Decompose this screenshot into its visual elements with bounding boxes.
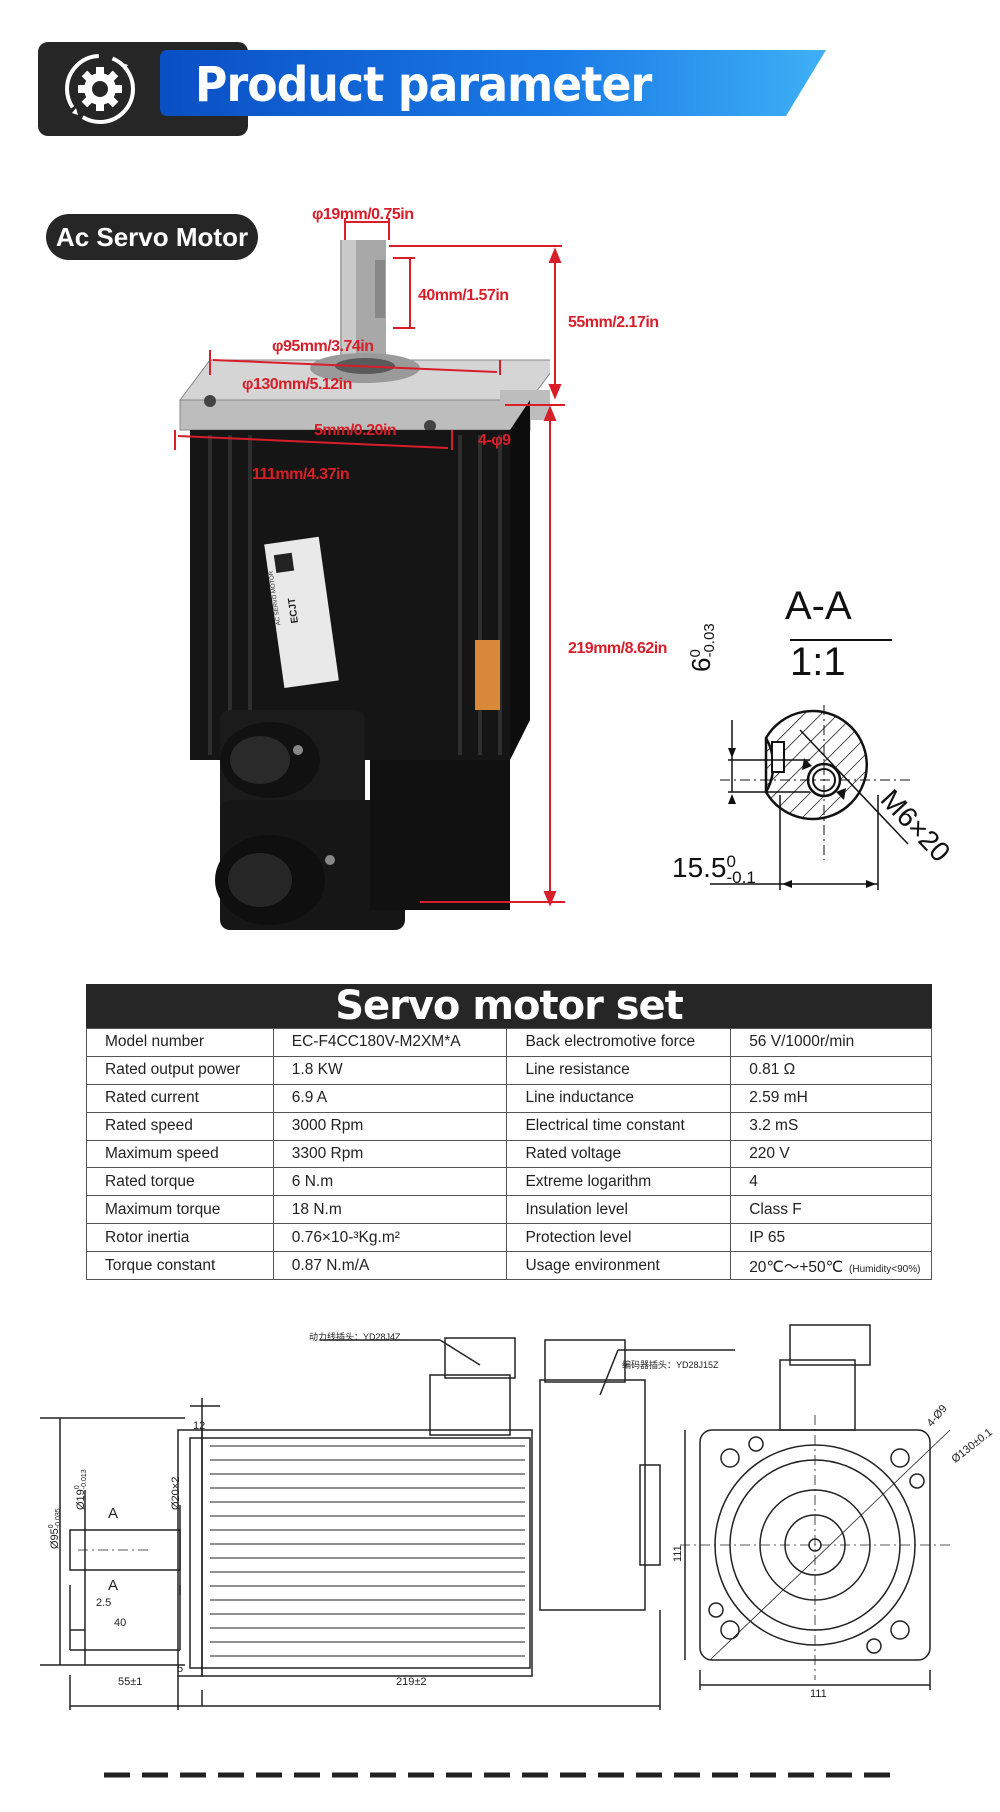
dim-40: 40 — [114, 1617, 127, 1629]
section-mark-bottom: A — [108, 1577, 119, 1594]
param-value: 18 N.m — [272, 1195, 508, 1225]
param-value: 1.8 KW — [272, 1055, 508, 1085]
param-label: Rated current — [86, 1083, 274, 1113]
param-value: 3000 Rpm — [272, 1111, 508, 1141]
param-label: Rated voltage — [506, 1139, 732, 1169]
param-value: 0.76×10-³Kg.m² — [272, 1223, 508, 1253]
dim-body-len-drawing: 219±2 — [396, 1676, 427, 1688]
param-value: 220 V — [730, 1139, 932, 1169]
dim-5: 5 — [177, 1663, 184, 1675]
param-value: 4 — [730, 1167, 932, 1197]
param-value: EC-F4CC180V-M2XM*A — [272, 1028, 508, 1057]
param-label: Torque constant — [86, 1251, 274, 1281]
param-value: 2.59 mH — [730, 1083, 932, 1113]
dim-20: Ø20×2 — [170, 1476, 182, 1510]
dim-shaft-len: 55mm/2.17in — [568, 314, 659, 331]
param-label: Maximum speed — [86, 1139, 274, 1169]
param-label: Line resistance — [506, 1055, 732, 1085]
param-label: Extreme logarithm — [506, 1167, 732, 1197]
param-label: Usage environment — [506, 1251, 732, 1281]
product-badge: Ac Servo Motor — [46, 214, 258, 260]
param-value: 6.9 A — [272, 1083, 508, 1113]
header-banner — [160, 50, 826, 116]
spec-table-title: Servo motor set — [86, 984, 932, 1028]
dim-key-len: 40mm/1.57in — [418, 287, 509, 304]
technical-drawing — [40, 1324, 951, 1710]
humidity-note: (Humidity<90%) — [849, 1263, 921, 1275]
dimension-lines — [174, 218, 565, 907]
param-label: Rated output power — [86, 1055, 274, 1085]
param-label: Electrical time constant — [506, 1111, 732, 1141]
param-label: Back electromotive force — [506, 1028, 732, 1057]
param-label: Line inductance — [506, 1083, 732, 1113]
param-value: 0.81 Ω — [730, 1055, 932, 1085]
param-label: Maximum torque — [86, 1195, 274, 1225]
dim-holes: 4-φ9 — [478, 432, 511, 449]
param-label: Rotor inertia — [86, 1223, 274, 1253]
param-value: 20℃～+50℃(Humidity<90%) — [730, 1251, 932, 1281]
servo-motor-image — [179, 240, 550, 930]
dashed-divider — [104, 1772, 894, 1778]
param-value: 0.87 N.m/A — [272, 1251, 508, 1281]
param-label: Insulation level — [506, 1195, 732, 1225]
gear-refresh-icon — [65, 54, 135, 124]
dim-spigot-dia: φ95mm/3.74in — [272, 338, 374, 355]
section-a-a-drawing — [710, 639, 910, 890]
param-label: Protection level — [506, 1223, 732, 1253]
dim-pcd: φ130mm/5.12in — [242, 376, 352, 393]
param-label: Model number — [86, 1028, 274, 1057]
param-value: 6 N.m — [272, 1167, 508, 1197]
dim-body-len: 219mm/8.62in — [568, 640, 667, 657]
section-title: A-A — [785, 584, 852, 628]
param-label: Rated speed — [86, 1111, 274, 1141]
dim-12: 12 — [193, 1420, 206, 1432]
param-value: IP 65 — [730, 1223, 932, 1253]
param-value: Class F — [730, 1195, 932, 1225]
dim-spigot-depth: 5mm/0.20in — [314, 422, 397, 439]
page-title: Product parameter — [195, 57, 652, 113]
dim-flange-h: 111 — [672, 1545, 684, 1562]
param-value: 56 V/1000r/min — [730, 1028, 932, 1057]
encoder-plug-label: 编码器插头：YD28J15Z — [622, 1360, 719, 1370]
dim-flange-w: 111 — [810, 1688, 827, 1700]
dim-flange: 111mm/4.37in — [252, 466, 350, 483]
param-value: 3300 Rpm — [272, 1139, 508, 1169]
section-mark-top: A — [108, 1505, 119, 1522]
power-plug-label: 动力线插头：YD28J4Z — [309, 1332, 401, 1342]
param-value: 3.2 mS — [730, 1111, 932, 1141]
section-scale: 1:1 — [790, 640, 846, 684]
dim-shaft-len: 55±1 — [118, 1676, 143, 1688]
dim-2-5: 2.5 — [96, 1597, 112, 1609]
dim-shaft-dia: φ19mm/0.75in — [312, 206, 414, 223]
param-label: Rated torque — [86, 1167, 274, 1197]
